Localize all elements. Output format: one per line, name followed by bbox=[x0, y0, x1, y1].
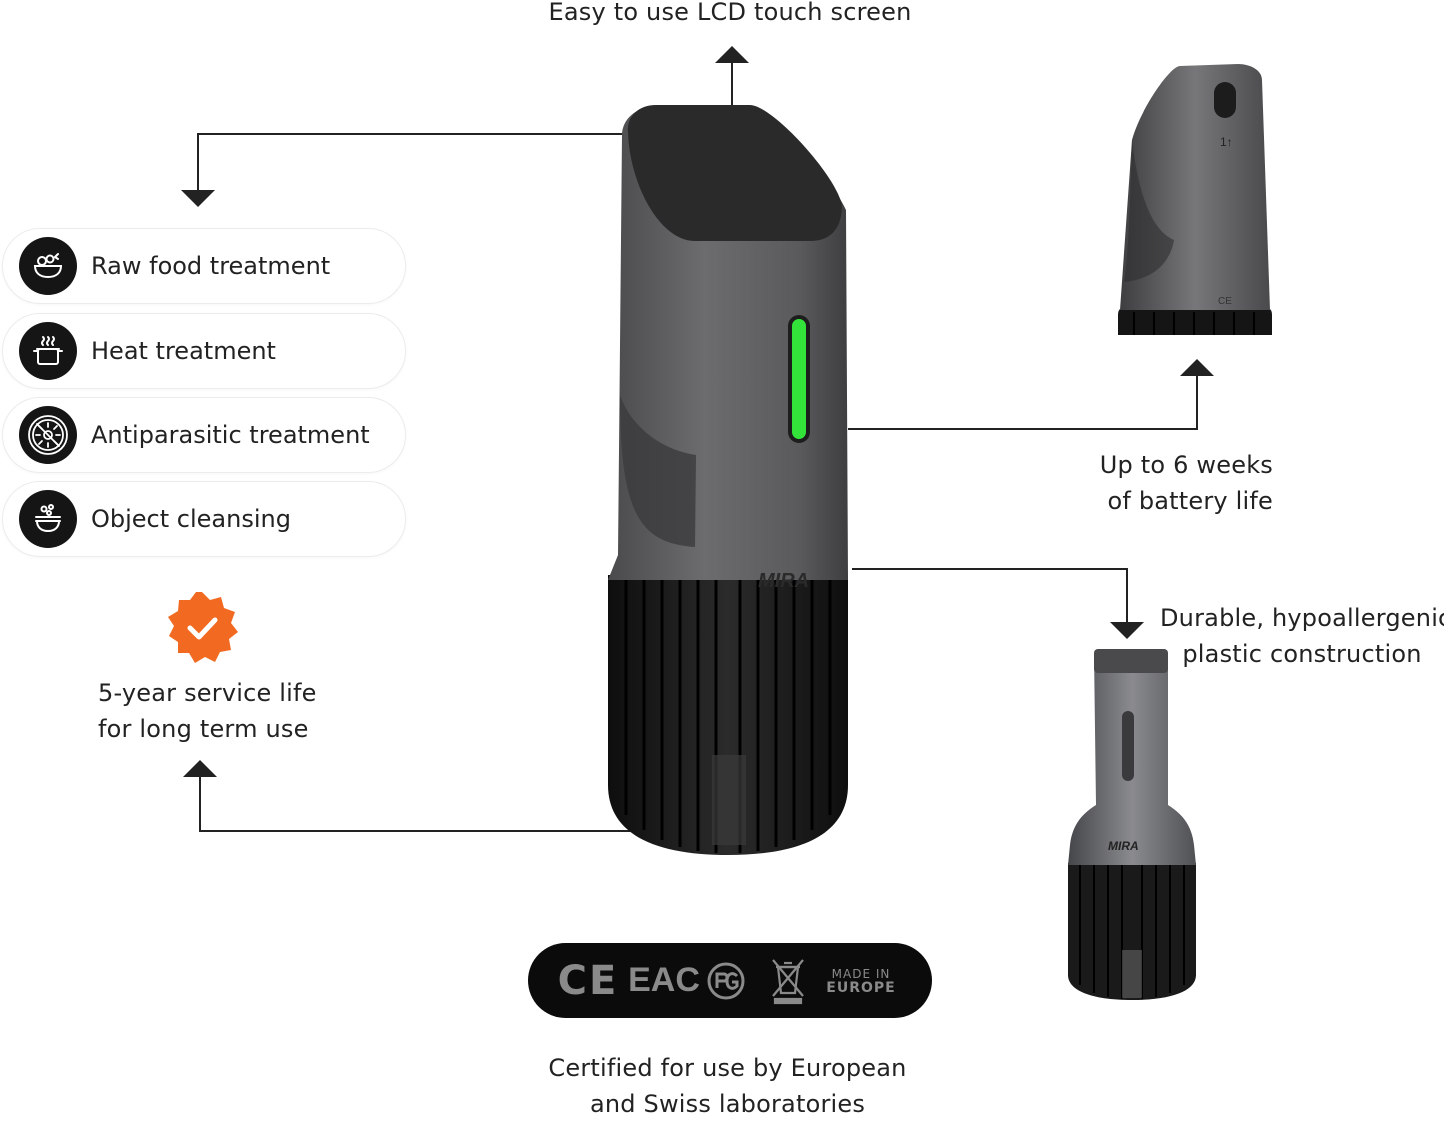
no-parasite-icon bbox=[19, 406, 77, 464]
arrow-up-icon bbox=[715, 46, 749, 63]
service-life-callout: 5-year service life for long term use bbox=[98, 675, 317, 747]
mira-device-small: MIRA bbox=[1064, 645, 1200, 1005]
battery-callout: Up to 6 weeks of battery life bbox=[1040, 447, 1273, 519]
connector-line bbox=[848, 428, 1198, 430]
europe-text: EUROPE bbox=[826, 979, 896, 996]
mode-raw-food[interactable]: Raw food treatment bbox=[2, 228, 406, 304]
svg-text:1↑: 1↑ bbox=[1220, 135, 1233, 149]
certified-line-2: and Swiss laboratories bbox=[589, 1090, 866, 1118]
eac-mark: EAC bbox=[628, 961, 700, 999]
service-line-1: 5-year service life bbox=[98, 679, 317, 707]
brand-logo-small: MIRA bbox=[1108, 839, 1139, 853]
connector-line bbox=[197, 133, 625, 135]
salad-bowl-icon bbox=[19, 237, 77, 295]
arrow-up-icon bbox=[1180, 359, 1214, 376]
connector-line bbox=[197, 133, 199, 191]
connector-line bbox=[199, 830, 639, 832]
connector-line bbox=[852, 568, 1128, 570]
certified-callout: Certified for use by European and Swiss … bbox=[500, 1050, 955, 1122]
pct-mark-icon bbox=[700, 943, 752, 1018]
made-in-europe-badge: MADE IN EUROPE bbox=[816, 943, 906, 1018]
certification-bar: CE EAC MADE IN EUROPE bbox=[528, 943, 932, 1018]
lcd-screen-callout: Easy to use LCD touch screen bbox=[548, 0, 912, 26]
arrow-up-icon bbox=[183, 760, 217, 777]
mode-label: Object cleansing bbox=[91, 505, 291, 533]
mode-antiparasitic[interactable]: Antiparasitic treatment bbox=[2, 397, 406, 473]
mira-device-rear-view: 1↑ CE bbox=[1110, 60, 1280, 340]
mode-label: Raw food treatment bbox=[91, 252, 331, 280]
weee-bin-icon bbox=[764, 943, 812, 1018]
battery-line-1: Up to 6 weeks bbox=[1099, 451, 1273, 479]
mira-device-main: MIRA bbox=[600, 95, 860, 865]
brand-logo: MIRA bbox=[758, 570, 809, 592]
service-line-2: for long term use bbox=[98, 715, 309, 743]
checkmark-badge-icon bbox=[164, 590, 240, 666]
certified-line-1: Certified for use by European bbox=[548, 1054, 907, 1082]
arrow-down-icon bbox=[181, 190, 215, 207]
battery-line-2: of battery life bbox=[1107, 487, 1273, 515]
mode-heat[interactable]: Heat treatment bbox=[2, 313, 406, 389]
connector-line bbox=[1126, 568, 1128, 624]
material-line-1: Durable, hypoallergenic bbox=[1160, 604, 1444, 632]
connector-line bbox=[199, 776, 201, 832]
washing-bowl-icon bbox=[19, 490, 77, 548]
ce-mark: CE bbox=[557, 957, 619, 1004]
connector-line bbox=[731, 62, 733, 108]
cooking-pot-icon bbox=[19, 322, 77, 380]
material-callout: Durable, hypoallergenic plastic construc… bbox=[1160, 600, 1444, 672]
mode-label: Heat treatment bbox=[91, 337, 276, 365]
connector-line bbox=[1196, 374, 1198, 430]
mode-object-cleansing[interactable]: Object cleansing bbox=[2, 481, 406, 557]
rear-ce-mark: CE bbox=[1218, 296, 1232, 307]
arrow-down-icon bbox=[1110, 622, 1144, 639]
material-line-2: plastic construction bbox=[1182, 640, 1422, 668]
made-in-text: MADE IN bbox=[831, 966, 891, 981]
mode-label: Antiparasitic treatment bbox=[91, 421, 370, 449]
